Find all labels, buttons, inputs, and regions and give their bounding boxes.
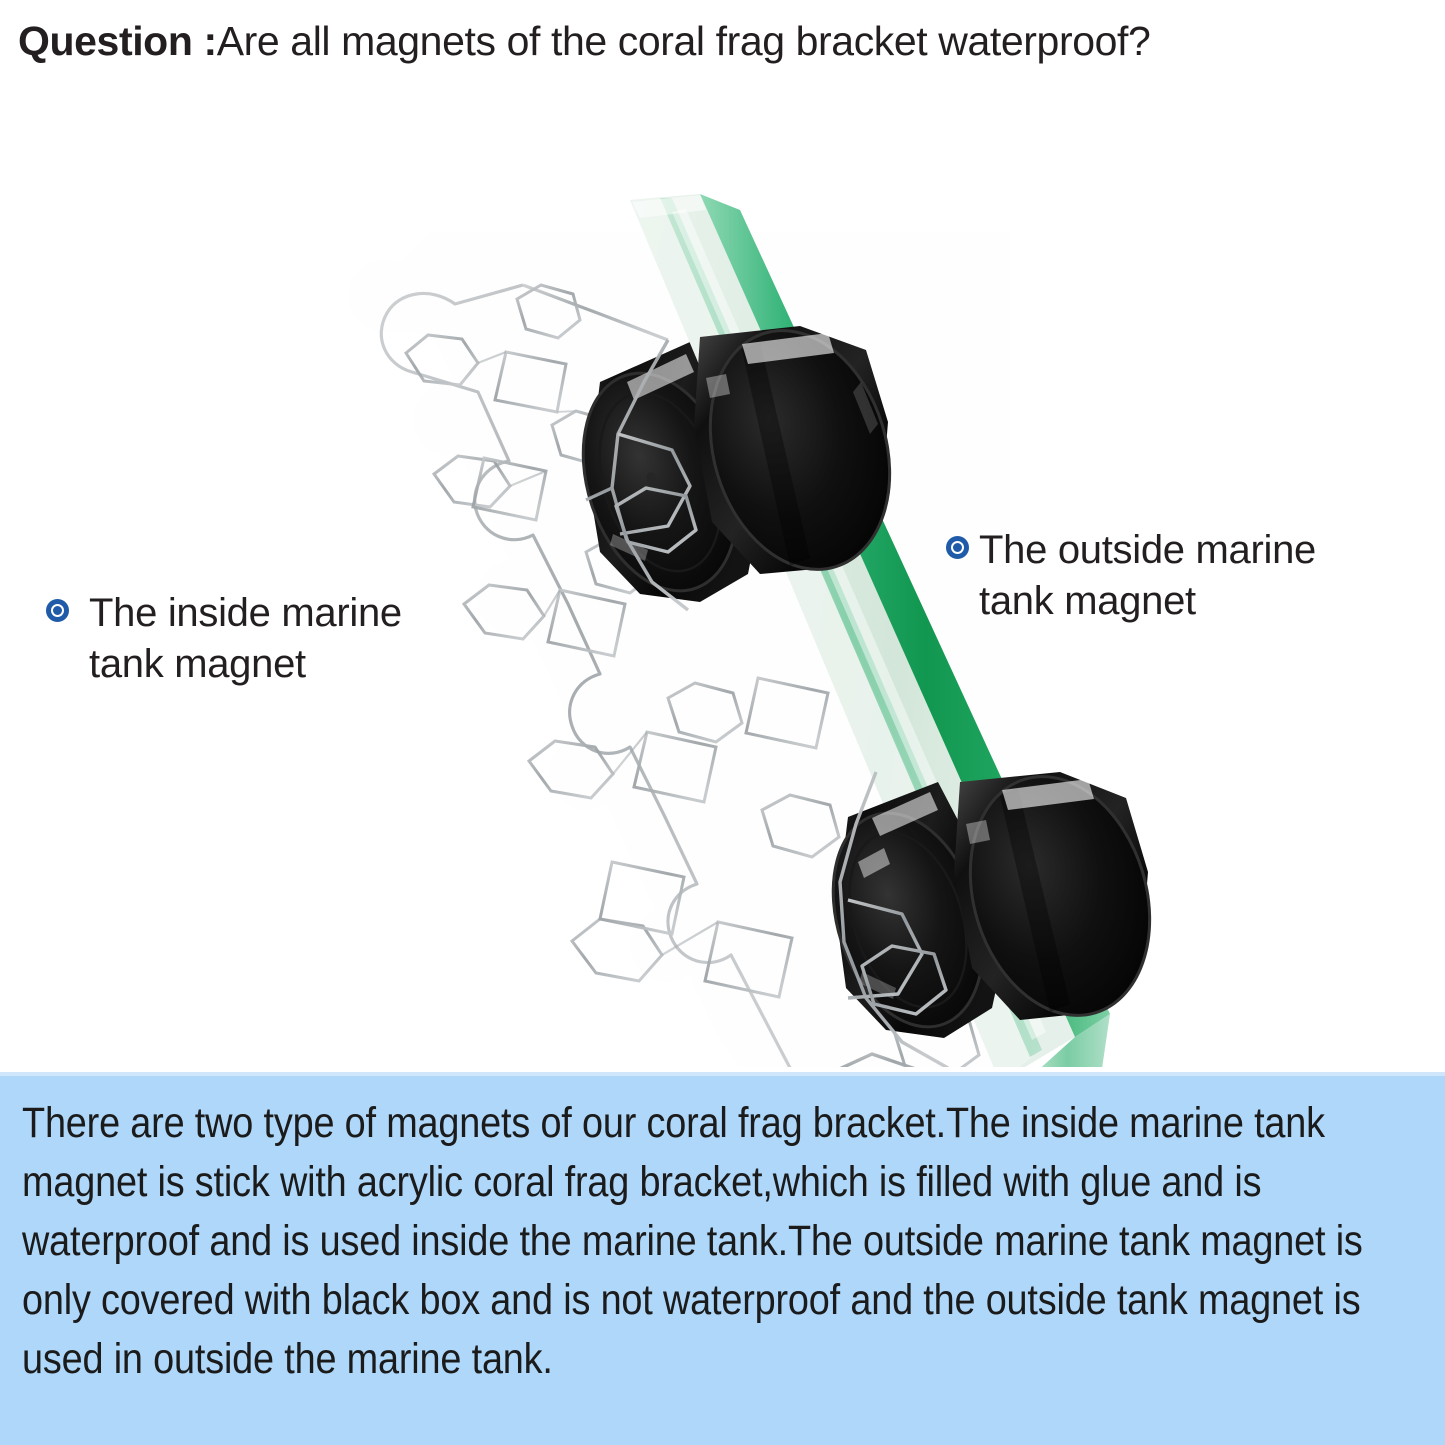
callout-inside-line1: The inside marine xyxy=(89,591,402,635)
product-illustration xyxy=(348,194,1152,1067)
target-bullet-icon xyxy=(46,599,76,629)
product-photo xyxy=(0,82,1445,1067)
outside-marine-tank-magnet xyxy=(694,326,892,574)
acrylic-front-arms xyxy=(585,339,949,1067)
callout-outside-magnet-label: The outside marine tank magnet xyxy=(979,525,1316,627)
answer-panel: There are two type of magnets of our cor… xyxy=(0,1072,1445,1445)
target-bullet-icon xyxy=(946,536,976,566)
answer-panel-text: There are two type of magnets of our cor… xyxy=(22,1099,1363,1383)
callout-outside-line2: tank magnet xyxy=(979,579,1196,623)
callout-inside-magnet-label: The inside marine tank magnet xyxy=(89,588,402,690)
question-header: Question :Are all magnets of the coral f… xyxy=(0,0,1445,82)
outside-marine-tank-magnet-lower xyxy=(954,772,1152,1020)
callout-inside-magnet: The inside marine tank magnet xyxy=(46,588,402,690)
callout-outside-magnet: The outside marine tank magnet xyxy=(946,525,1316,627)
callout-outside-line1: The outside marine xyxy=(979,528,1317,572)
question-label: Question : xyxy=(18,17,217,64)
callout-inside-line2: tank magnet xyxy=(89,642,306,686)
square-holes xyxy=(471,350,830,999)
question-text: Are all magnets of the coral frag bracke… xyxy=(216,17,1151,64)
